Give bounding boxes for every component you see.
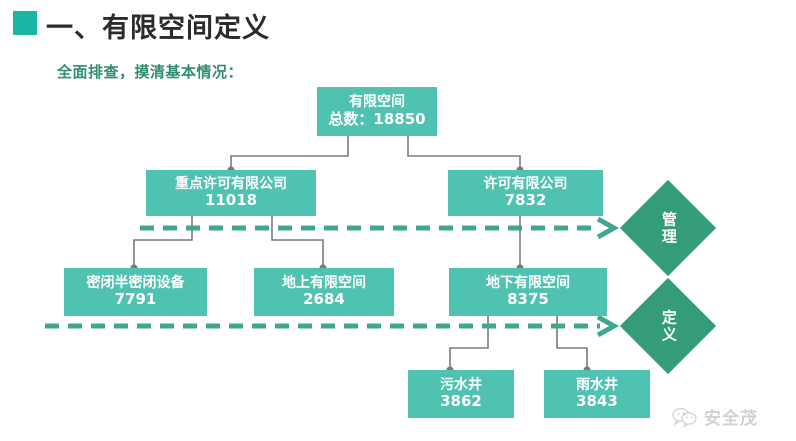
edge-root-permit <box>407 136 521 170</box>
page-title: 一、有限空间定义 <box>46 13 270 44</box>
node-title: 许可有限公司 <box>483 175 568 192</box>
node-title: 重点许可有限公司 <box>175 175 287 192</box>
node-value: 7832 <box>504 191 547 210</box>
watermark: 安全茂 <box>672 404 758 429</box>
diamond-label: 定义 <box>659 309 678 343</box>
node-title: 污水井 <box>440 376 482 393</box>
node-key-permit[interactable]: 重点许可有限公司 11018 <box>146 170 316 216</box>
node-value: 总数：18850 <box>328 109 426 128</box>
header-bullet-square <box>13 11 37 35</box>
edge-root-key_permit <box>230 136 349 170</box>
watermark-text: 安全茂 <box>704 409 758 429</box>
node-value: 3843 <box>576 392 618 411</box>
node-sealed-equipment[interactable]: 密闭半密闭设备 7791 <box>64 268 207 316</box>
page-subtitle: 全面排查，摸清基本情况： <box>57 63 244 81</box>
wechat-icon <box>672 407 697 427</box>
node-sewage-well[interactable]: 污水井 3862 <box>408 370 514 418</box>
node-value: 8375 <box>507 290 549 309</box>
node-title: 有限空间 <box>349 94 405 111</box>
node-value: 7791 <box>114 290 157 309</box>
node-aboveground-space[interactable]: 地上有限空间 2684 <box>254 268 394 316</box>
node-title: 地上有限空间 <box>282 274 366 291</box>
node-title: 密闭半密闭设备 <box>86 274 185 291</box>
node-title: 雨水井 <box>576 376 618 393</box>
arrowhead-define <box>596 314 620 338</box>
edge-key_permit-sealed <box>133 216 193 268</box>
node-underground-space[interactable]: 地下有限空间 8375 <box>449 268 607 316</box>
node-rainwater-well[interactable]: 雨水井 3843 <box>544 370 650 418</box>
diamond-label: 管理 <box>659 211 678 245</box>
node-value: 11018 <box>204 191 258 210</box>
edge-underground-rainwater <box>556 316 588 370</box>
node-root[interactable]: 有限空间 总数：18850 <box>317 87 437 136</box>
node-value: 3862 <box>440 392 482 411</box>
edge-underground-sewage <box>449 316 489 370</box>
node-title: 地下有限空间 <box>486 274 570 291</box>
node-permit[interactable]: 许可有限公司 7832 <box>448 170 603 216</box>
arrowhead-manage <box>596 216 620 240</box>
edge-key_permit-aboveground <box>271 216 324 268</box>
node-value: 2684 <box>303 290 345 309</box>
